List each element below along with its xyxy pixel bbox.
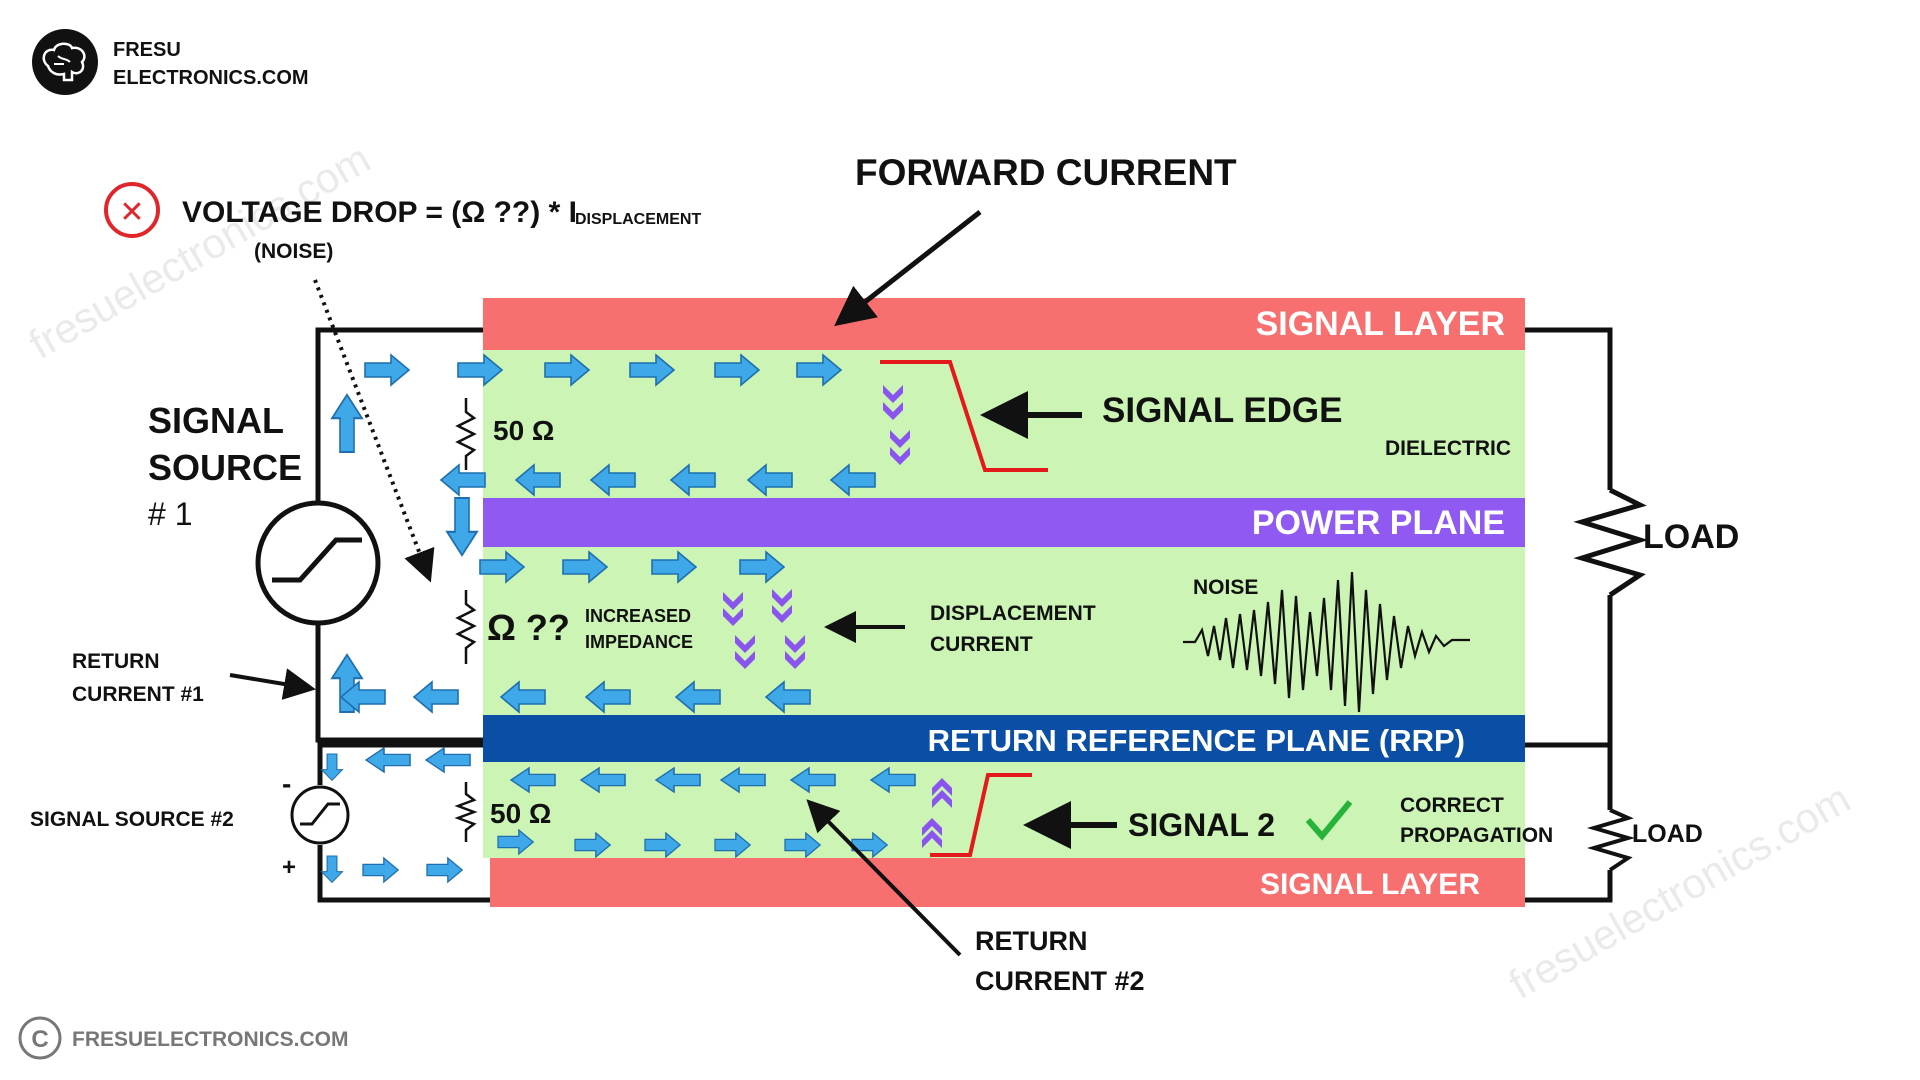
- resistor-50-ohm-top: [455, 398, 477, 470]
- load-2-label: LOAD: [1632, 820, 1703, 848]
- dielectric-label: DIELECTRIC: [1385, 437, 1511, 460]
- forward-current-pointer: [834, 210, 982, 327]
- forward-current-label: FORWARD CURRENT: [855, 152, 1237, 193]
- brand-name-line2: ELECTRONICS.COM: [113, 67, 309, 89]
- watermark-bottom-right: fresuelectronics.com: [1501, 775, 1858, 1008]
- increased-impedance-line2: IMPEDANCE: [585, 632, 693, 652]
- signal-edge-label: SIGNAL EDGE: [1102, 391, 1343, 430]
- return-current-1-pointer: [229, 668, 316, 700]
- signal-2-label: SIGNAL 2: [1128, 807, 1275, 843]
- circuit-wires: [315, 327, 1613, 903]
- signal-source-2-label: SIGNAL SOURCE #2: [30, 808, 234, 831]
- resistor-3-value: 50 Ω: [490, 798, 551, 829]
- check-mark-icon: [1305, 800, 1353, 841]
- return-current-1-line2: CURRENT #1: [72, 683, 204, 706]
- correct-propagation-line1: CORRECT: [1400, 794, 1504, 817]
- return-reference-plane: [483, 715, 1525, 762]
- load-1-resistor: [1573, 487, 1649, 598]
- formula-subscript: DISPLACEMENT: [575, 211, 701, 228]
- signal-layer-top-label: SIGNAL LAYER: [1256, 305, 1505, 343]
- increased-impedance-line1: INCREASED: [585, 606, 691, 626]
- brand-logo: [32, 29, 98, 95]
- error-symbol: ✕: [119, 195, 144, 230]
- power-plane: [483, 498, 1525, 547]
- resistor-2-value: Ω ??: [487, 607, 570, 648]
- signal-source-2: [290, 785, 350, 845]
- resistor-1-value: 50 Ω: [493, 415, 554, 446]
- signal-source-1-label-line1: SIGNAL: [148, 400, 284, 441]
- x-circle-icon: ✕: [104, 182, 160, 238]
- brain-icon: [32, 29, 98, 95]
- arrow-down-middle: [445, 496, 479, 557]
- load-1-label: LOAD: [1643, 518, 1739, 556]
- signal-2-edge-waveform: [930, 773, 1032, 857]
- displacement-current-line1: DISPLACEMENT: [930, 602, 1096, 625]
- arrow-up-top: [330, 393, 364, 454]
- signal-layer-bottom: [490, 858, 1525, 907]
- noise-label: NOISE: [1193, 576, 1258, 599]
- signal-edge-waveform: [880, 360, 1048, 472]
- source-2-minus: -: [282, 768, 291, 799]
- load-2-resistor: [1586, 808, 1636, 872]
- signal-source-1-label-line3: # 1: [148, 496, 192, 532]
- signal-layer-top: [483, 298, 1525, 350]
- voltage-drop-formula: VOLTAGE DROP = (Ω ??) * I: [182, 196, 577, 229]
- copyright-icon: C: [18, 1016, 62, 1060]
- brand-name-line1: FRESU: [113, 39, 181, 61]
- return-current-2-line1: RETURN: [975, 926, 1088, 956]
- signal-layer-bottom-label: SIGNAL LAYER: [1260, 868, 1480, 901]
- resistor-50-ohm-bottom: [454, 782, 478, 842]
- formula-note: (NOISE): [254, 240, 333, 263]
- displacement-current-line2: CURRENT: [930, 633, 1033, 656]
- return-current-2-line2: CURRENT #2: [975, 966, 1145, 996]
- footer-text: FRESUELECTRONICS.COM: [72, 1028, 349, 1051]
- correct-propagation-line2: PROPAGATION: [1400, 824, 1553, 847]
- resistor-unknown-ohm: [455, 590, 477, 664]
- arrow-down-source-2: [320, 753, 344, 781]
- power-plane-label: POWER PLANE: [1252, 504, 1505, 542]
- signal-source-1-label-line2: SOURCE: [148, 447, 302, 488]
- signal-source-1: [255, 500, 381, 626]
- arrow-down-source-2b: [320, 855, 344, 883]
- return-current-1-line1: RETURN: [72, 650, 160, 673]
- noise-waveform: [1183, 571, 1470, 713]
- copyright-symbol: C: [31, 1026, 48, 1053]
- rrp-label: RETURN REFERENCE PLANE (RRP): [928, 723, 1465, 758]
- source-2-plus: +: [282, 854, 296, 881]
- return-current-2-pointer: [806, 799, 962, 957]
